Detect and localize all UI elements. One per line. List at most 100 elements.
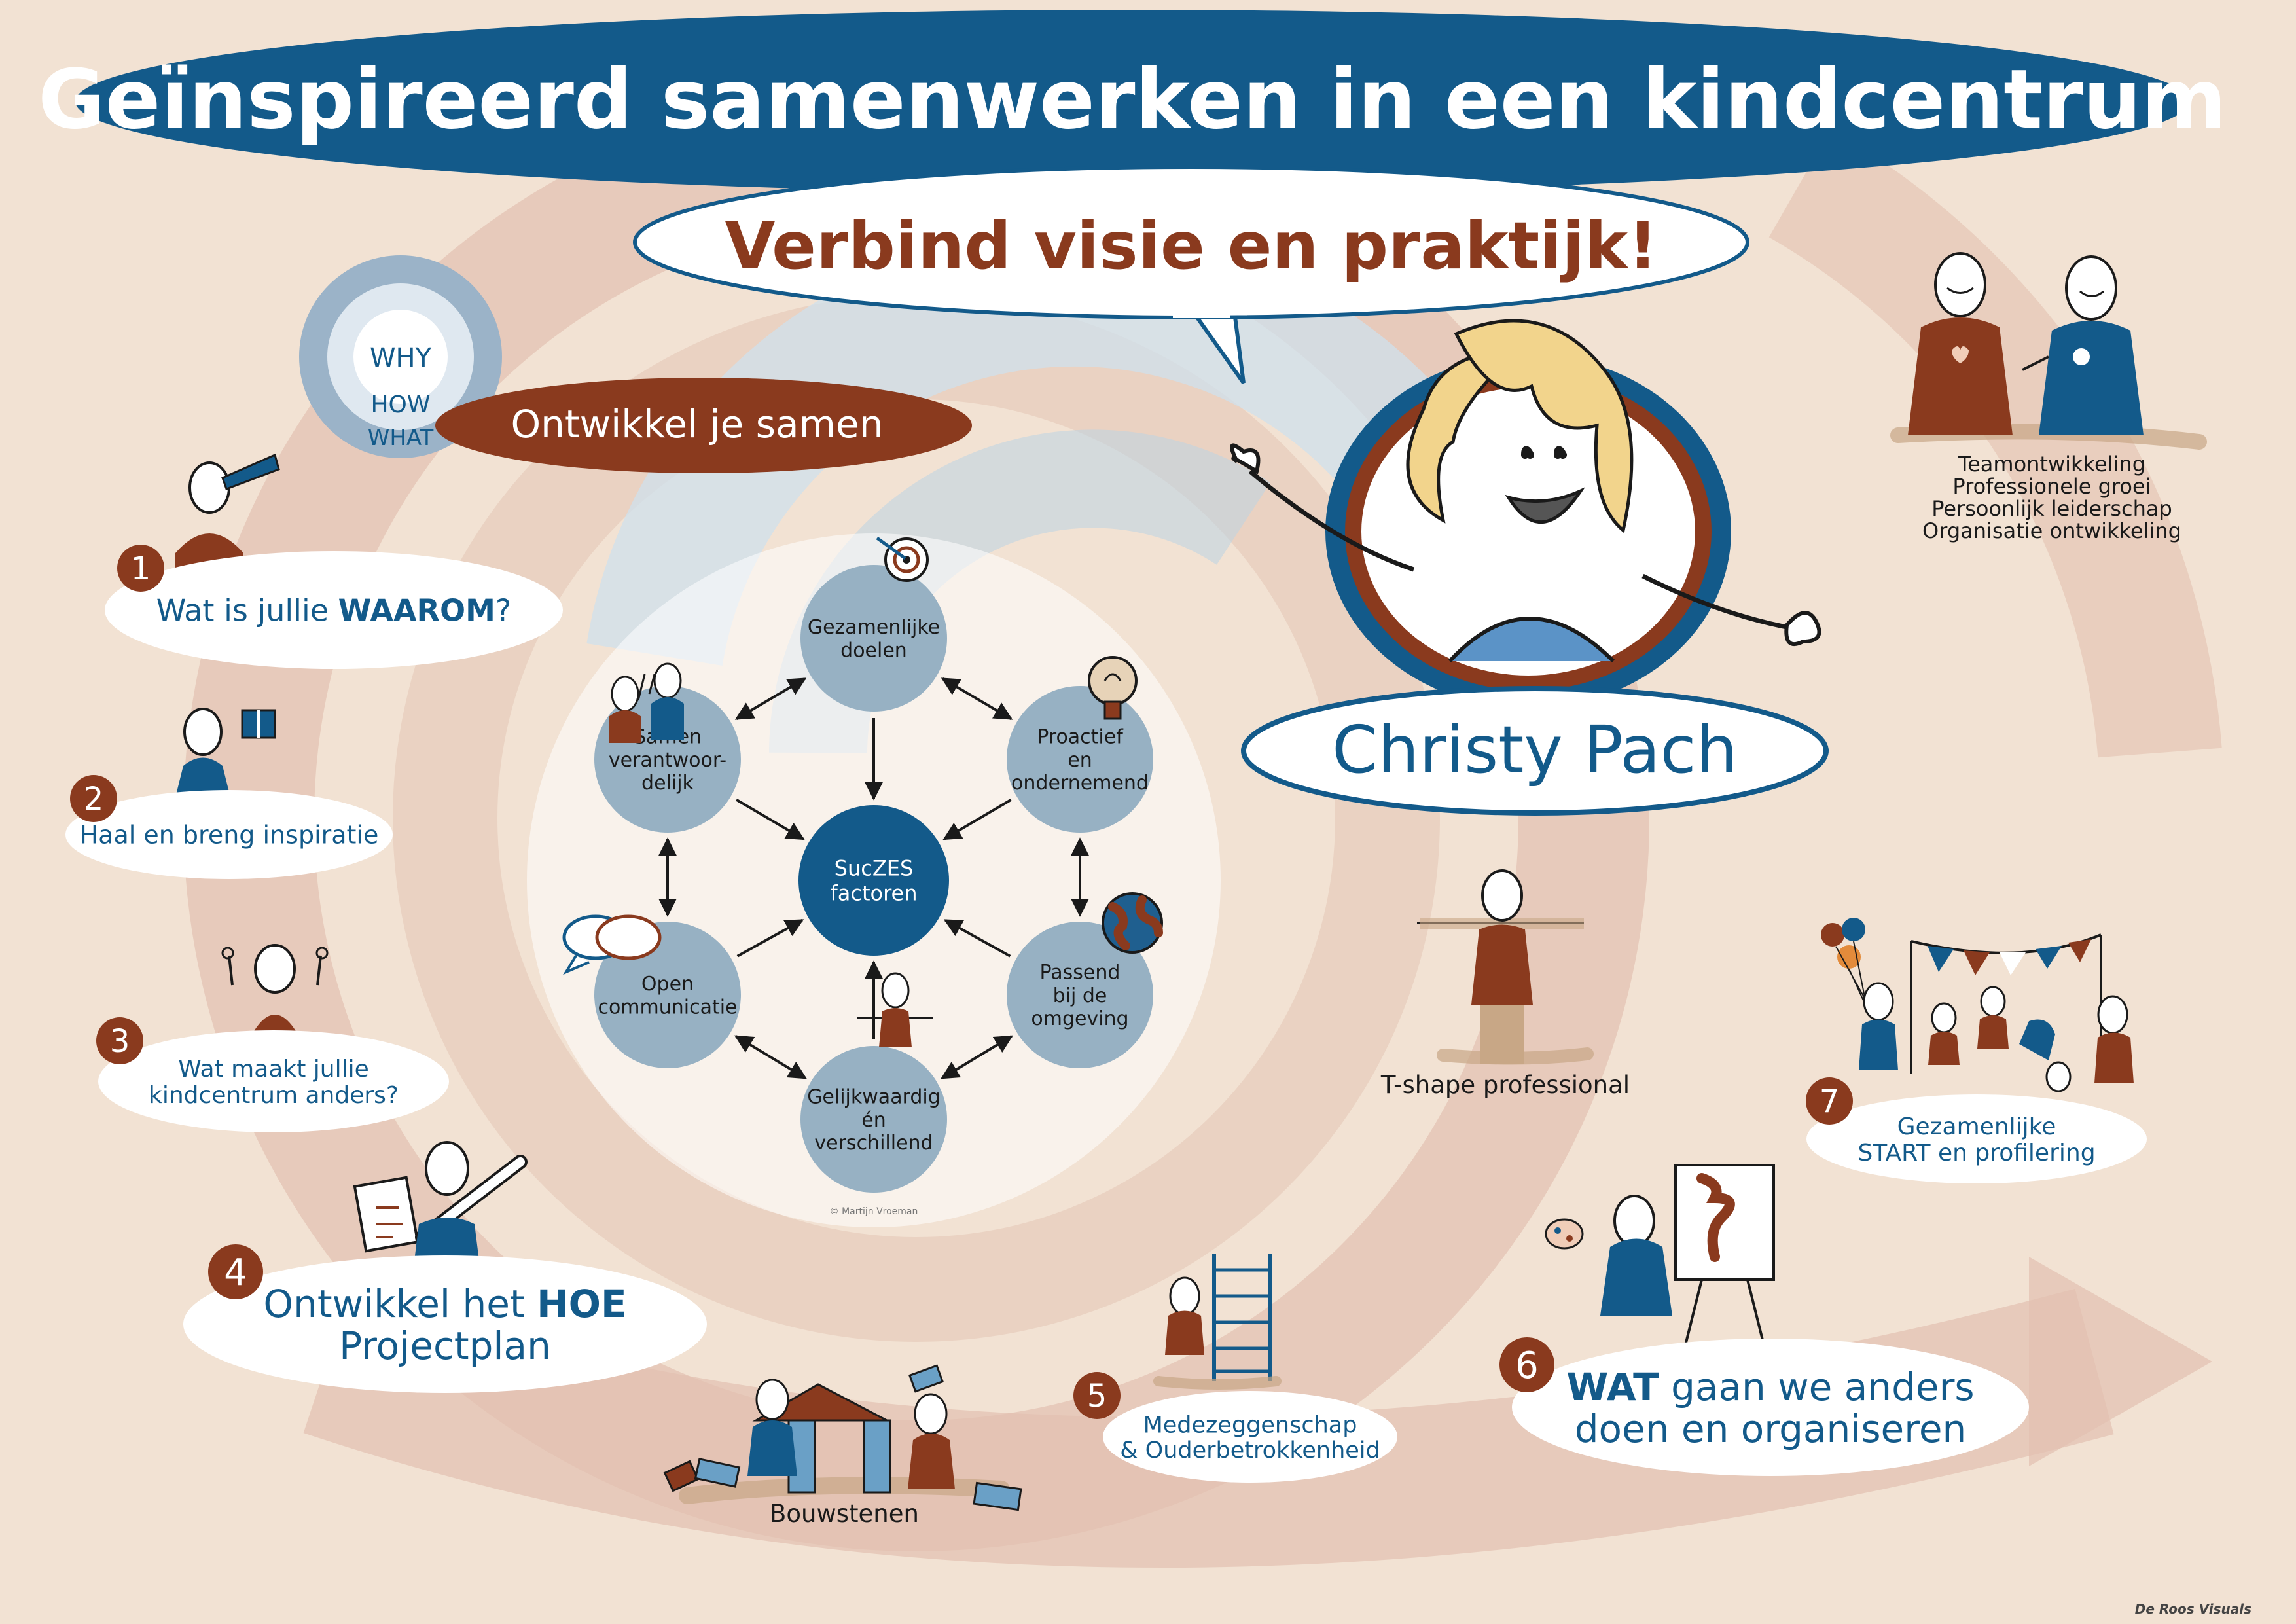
golden-circle-why: WHY — [370, 343, 432, 373]
develop-banner-label: Ontwikkel je samen — [511, 402, 884, 446]
building-blocks-label: Bouwstenen — [770, 1500, 919, 1528]
step-bubble — [65, 790, 393, 879]
diagram-node-label: Gelijkwaardig — [807, 1085, 941, 1108]
arrow-between-nodes — [734, 1035, 807, 1079]
diagram-node-label: delijk — [641, 772, 694, 795]
step-text: Wat maakt jullie — [178, 1056, 368, 1083]
high-five-people-icon — [609, 662, 684, 743]
step-text-bold: WAT — [1566, 1365, 1659, 1409]
step-text: Medezeggenschap — [1143, 1412, 1357, 1438]
diagram-node-label: verschillend — [814, 1132, 933, 1155]
golden-circle-how: HOW — [370, 391, 430, 418]
globe-icon — [1102, 892, 1163, 954]
arrow-to-center — [736, 799, 805, 840]
diagram-node-label: omgeving — [1031, 1007, 1128, 1030]
step-number-badge — [1073, 1372, 1121, 1419]
step-text-run: doen en organiseren — [1575, 1407, 1967, 1451]
diagram-node-label: communicatie — [598, 996, 737, 1019]
step-text: Ontwikkel het HOE — [263, 1282, 626, 1326]
step-number: 5 — [1087, 1378, 1107, 1415]
step-number: 4 — [224, 1252, 247, 1294]
signature: De Roos Visuals — [2135, 1601, 2251, 1617]
step-text: START en profilering — [1857, 1140, 2095, 1166]
step-bubble — [1806, 1094, 2147, 1183]
diagram-center-label: factoren — [830, 880, 917, 905]
step-text-bold: HOE — [537, 1282, 626, 1326]
step-text: Haal en breng inspiratie — [80, 821, 379, 850]
subtitle-bubble: Verbind visie en praktijk! — [633, 165, 1749, 384]
arrow-between-nodes — [941, 677, 1013, 720]
team-development-figures — [1890, 252, 2207, 450]
step-text-run: Projectplan — [339, 1324, 551, 1368]
presenter-name-banner: Christy Pach — [1241, 686, 1829, 816]
step-text: Projectplan — [339, 1324, 551, 1368]
subtitle: Verbind visie en praktijk! — [725, 208, 1658, 284]
step-text-run: & Ouderbetrokkenheid — [1120, 1437, 1380, 1464]
title-banner: Geïnspireerd samenwerken in een kindcent… — [38, 10, 2227, 193]
arms-wide-person-icon — [857, 972, 933, 1047]
tshape-figure: T-shape professional — [1380, 869, 1630, 1099]
team-topic: Organisatie ontwikkeling — [1922, 518, 2181, 543]
golden-circle: WHY HOW WHAT — [299, 255, 502, 458]
step-number: 2 — [84, 781, 104, 818]
succes-factors-diagram: GezamenlijkedoelenProactiefenondernemend… — [527, 533, 1221, 1227]
diagram-arrows — [658, 677, 1089, 1079]
step-number: 6 — [1515, 1344, 1539, 1387]
step-number-badge — [117, 545, 164, 592]
tshape-label: T-shape professional — [1380, 1071, 1630, 1099]
title: Geïnspireerd samenwerken in een kindcent… — [38, 52, 2227, 147]
step-bubble — [1512, 1339, 2029, 1476]
step-text-run: Ontwikkel het — [263, 1282, 537, 1326]
diagram-node-label: Proactief — [1037, 725, 1124, 748]
team-topic: Professionele groei — [1952, 474, 2151, 499]
diagram-node-label: doelen — [840, 640, 907, 662]
step-bubble — [105, 551, 563, 669]
diagram-node-label: Gezamenlijke — [808, 616, 940, 639]
step-number: 7 — [1820, 1083, 1840, 1120]
step-text-run: Medezeggenschap — [1143, 1412, 1357, 1438]
step-bubble — [1103, 1391, 1397, 1483]
speech-bubbles-icon — [562, 914, 662, 975]
step-number-badge — [70, 775, 117, 822]
ladder-person — [1153, 1254, 1282, 1390]
develop-banner: Ontwikkel je samen — [435, 378, 972, 473]
step-text-run: START en profilering — [1857, 1140, 2095, 1166]
arrow-to-center — [736, 918, 804, 958]
team-topic: Teamontwikkeling — [1958, 452, 2145, 477]
step-text-run: Gezamenlijke — [1897, 1113, 2056, 1140]
diagram-copyright: © Martijn Vroeman — [830, 1206, 918, 1217]
step-text-run: gaan we anders — [1659, 1365, 1975, 1409]
painter-easel-person — [1545, 1164, 1775, 1346]
presenter-portrait — [1230, 319, 1821, 708]
arrow-to-center — [942, 799, 1012, 840]
step-number: 1 — [131, 550, 151, 587]
diagram-node-label: bij de — [1053, 984, 1107, 1007]
diagram-node-label: en — [1067, 749, 1092, 772]
step-text-run: Haal en breng inspiratie — [80, 821, 379, 850]
step-text-run: Wat maakt jullie — [178, 1056, 368, 1083]
golden-circle-what: WHAT — [368, 425, 434, 451]
step-text-bold: WAAROM — [338, 593, 495, 628]
arrow-between-nodes — [941, 1035, 1013, 1079]
target-icon — [876, 536, 929, 582]
diagram-node-label: Open — [641, 973, 694, 996]
step-text-run: kindcentrum anders? — [149, 1082, 399, 1109]
step-number-badge — [1806, 1077, 1853, 1125]
lightbulb-icon — [1088, 656, 1138, 720]
diagram-node-label: én — [861, 1109, 886, 1132]
diagram-node-label: ondernemend — [1011, 772, 1149, 795]
step-bubble — [98, 1030, 449, 1132]
building-blocks-figures: Bouwstenen — [663, 1364, 1022, 1528]
diagram-node-label: verantwoor- — [609, 749, 726, 772]
step-text-run: Wat is jullie — [156, 593, 338, 628]
